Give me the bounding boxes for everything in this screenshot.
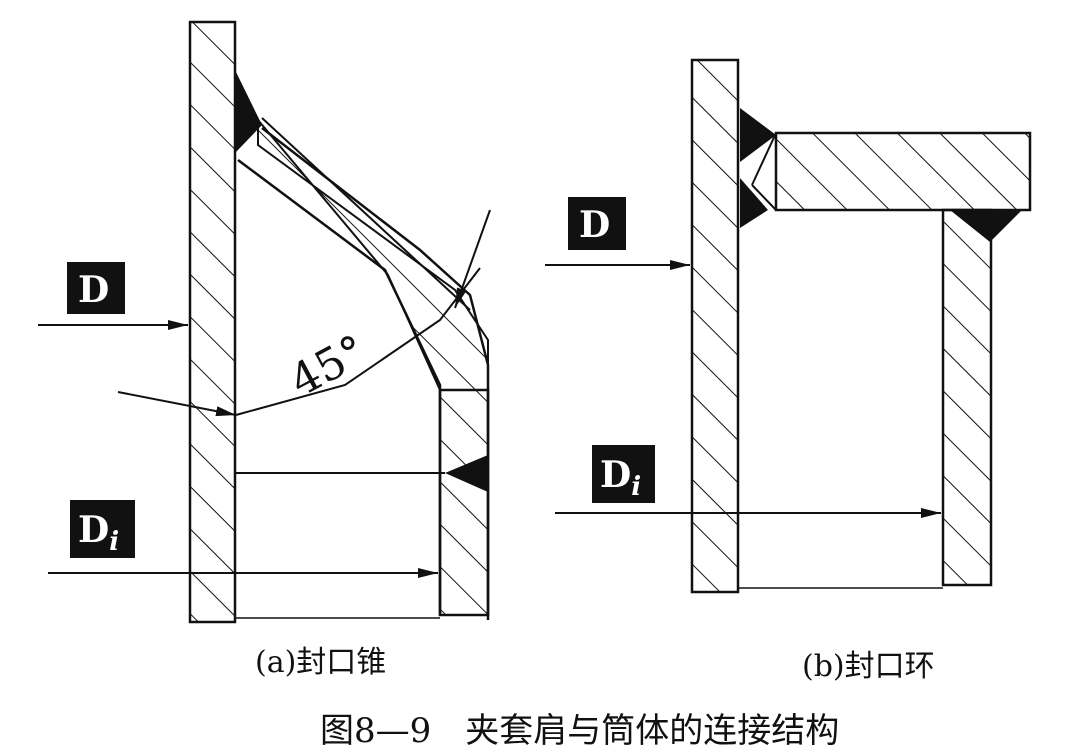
b-di-label: Di bbox=[600, 454, 641, 502]
b-sealing-ring bbox=[774, 131, 1032, 212]
b-di-label-sub: i bbox=[631, 472, 641, 502]
a-di-label-sub: i bbox=[109, 527, 119, 557]
b-jacket-wall bbox=[941, 208, 993, 587]
b-di-label-main: D bbox=[600, 454, 631, 496]
b-di-label-box bbox=[592, 445, 655, 503]
a-cone-line-2 bbox=[261, 117, 471, 311]
diagram-b-sealing-ring: D Di (b)封口环 bbox=[545, 58, 1032, 684]
b-d-label: D bbox=[579, 204, 610, 246]
b-weld-mid bbox=[740, 178, 768, 228]
a-jacket-wall bbox=[438, 388, 490, 617]
a-cone-inner-line bbox=[237, 158, 442, 615]
b-ring-left-bevel-2 bbox=[751, 184, 777, 211]
a-angle-arrow-left bbox=[117, 391, 237, 417]
b-weld-top bbox=[740, 108, 776, 162]
a-angle-label: 45° bbox=[282, 325, 375, 407]
diagram-a-sealing-cone: D Di 45° (a)封口锥 bbox=[38, 20, 491, 680]
a-di-label: Di bbox=[78, 509, 119, 557]
a-weld-bottom bbox=[445, 455, 488, 492]
a-cone-outer-line bbox=[261, 127, 490, 620]
a-d-label-box bbox=[67, 262, 125, 314]
b-shell-wall bbox=[690, 58, 740, 594]
a-weld-top bbox=[236, 72, 262, 152]
a-shell-wall bbox=[188, 20, 237, 624]
caption-a: (a)封口锥 bbox=[255, 645, 386, 680]
a-di-label-main: D bbox=[78, 509, 109, 551]
b-weld-ring bbox=[950, 210, 1022, 242]
a-di-label-box bbox=[70, 500, 135, 558]
caption-b: (b)封口环 bbox=[802, 649, 935, 684]
a-d-label: D bbox=[78, 269, 109, 311]
b-ring-left-bevel bbox=[751, 132, 777, 186]
a-sealing-cone bbox=[257, 117, 489, 391]
b-d-label-box bbox=[568, 197, 626, 250]
figure-title: 图8—9 夹套肩与筒体的连接结构 bbox=[320, 711, 839, 747]
a-angle-arrow-top bbox=[454, 209, 491, 309]
